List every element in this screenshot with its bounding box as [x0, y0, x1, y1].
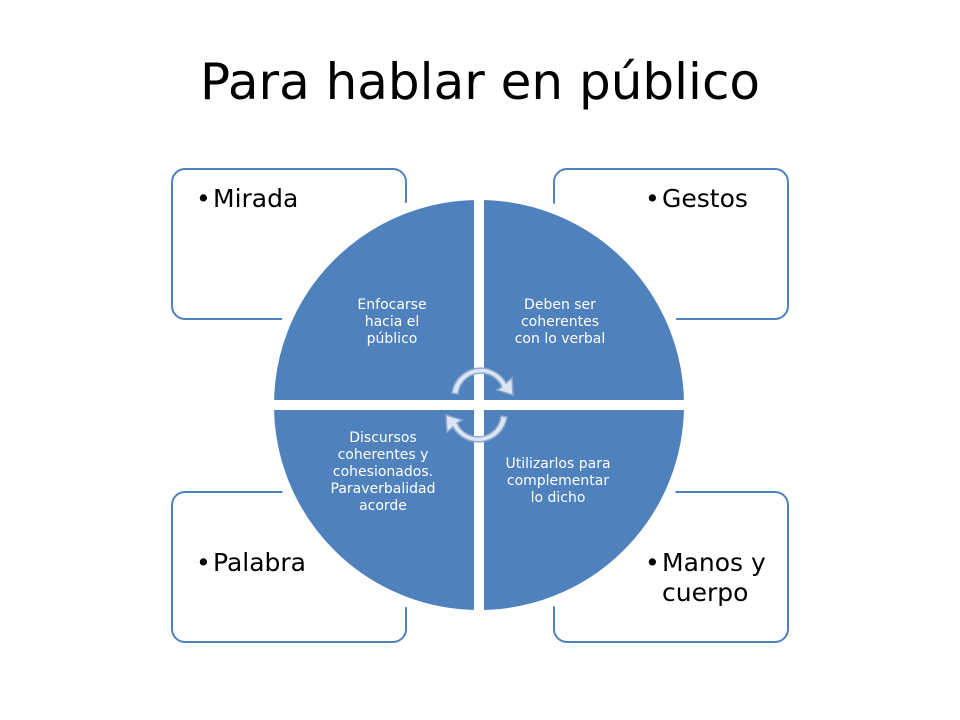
quadrant-tr-line: Deben ser — [524, 297, 596, 313]
bullet-palabra: • Palabra — [196, 548, 307, 578]
bullet-label: Palabra — [213, 548, 307, 577]
quadrant-label-top-left: Enfocarse hacia el público — [332, 297, 452, 348]
quadrant-bottom-right — [474, 400, 695, 621]
quadrant-bl-line: acorde — [359, 498, 407, 514]
bullet-label-line1: Manos y — [662, 548, 766, 577]
slide-title: Para hablar en público — [199, 53, 761, 111]
quadrant-bl-line: Paraverbalidad — [330, 481, 436, 497]
bullet-label: Mirada — [213, 184, 299, 213]
bullet-dot: • — [645, 548, 660, 577]
quadrant-br-line: lo dicho — [530, 490, 586, 506]
quadrant-top-right — [474, 189, 695, 410]
quadrant-bl-line: cohesionados. — [332, 464, 434, 480]
quadrant-tl-line: público — [366, 331, 418, 347]
quadrant-label-top-right: Deben ser coherentes con lo verbal — [488, 297, 632, 348]
bullet-label-line2: cuerpo — [662, 578, 749, 607]
quadrant-bl-line: coherentes y — [337, 447, 429, 463]
quadrant-top-left — [263, 189, 484, 410]
quadrant-bl-line: Discursos — [349, 430, 417, 446]
quadrant-tl-line: hacia el — [364, 314, 420, 330]
bullet-manos-y-cuerpo: • Manos y cuerpo — [645, 548, 782, 608]
circular-arrows-icon — [445, 367, 514, 443]
quadrant-br-line: Utilizarlos para — [505, 456, 611, 472]
bullet-label: Gestos — [662, 184, 748, 213]
quadrant-label-bottom-left: Discursos coherentes y cohesionados. Par… — [308, 430, 458, 515]
bullet-dot: • — [196, 184, 211, 213]
quadrant-tr-line: con lo verbal — [514, 331, 606, 347]
quadrant-br-line: complementar — [506, 473, 610, 489]
bullet-dot: • — [196, 548, 211, 577]
quadrant-bottom-left — [263, 400, 484, 621]
bullet-gestos: • Gestos — [645, 184, 748, 214]
quadrant-tr-line: coherentes — [520, 314, 600, 330]
quadrant-tl-line: Enfocarse — [357, 297, 427, 313]
quadrant-label-bottom-right: Utilizarlos para complementar lo dicho — [490, 456, 626, 507]
bullet-mirada: • Mirada — [196, 184, 299, 214]
bullet-dot: • — [645, 184, 660, 213]
